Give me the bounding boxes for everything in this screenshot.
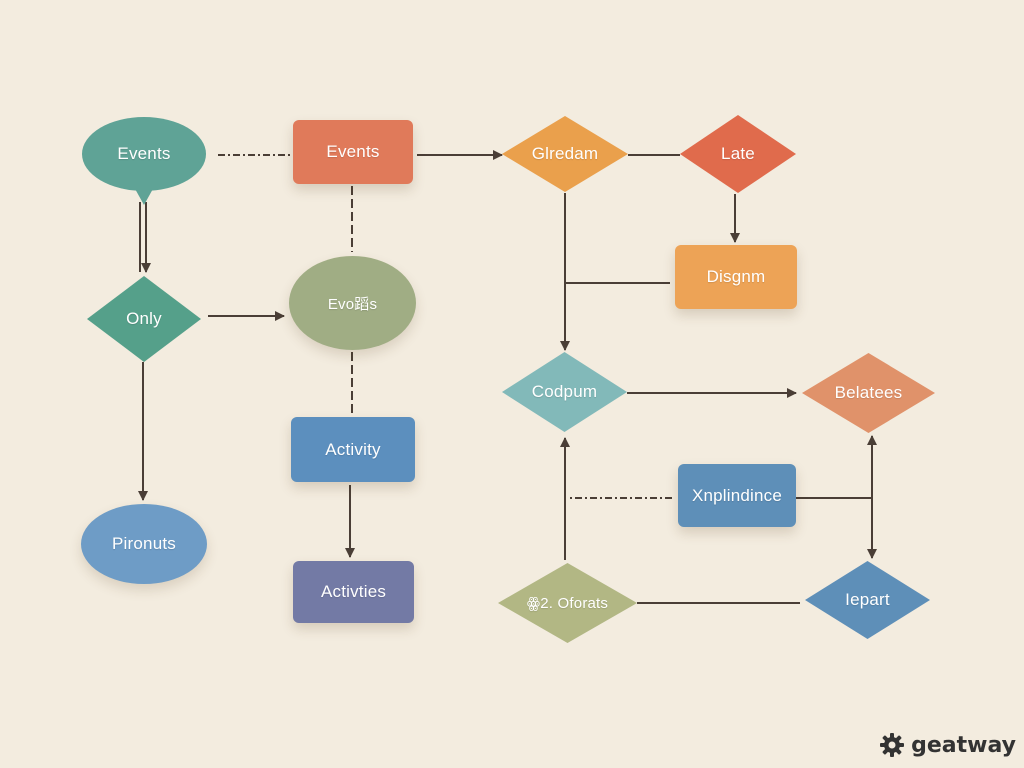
glredam-label: Glredam	[531, 144, 599, 163]
events-box-label: Events	[326, 142, 380, 161]
activties-box-node[interactable]: Activties	[293, 561, 414, 623]
late-decision-node[interactable]: Late	[680, 115, 796, 193]
late-label: Late	[721, 144, 755, 163]
belatees-label: Belatees	[834, 383, 903, 402]
disgnm-label: Disgnm	[706, 267, 766, 286]
activity-box-node[interactable]: Activity	[291, 417, 415, 482]
only-decision-node[interactable]: Only	[87, 276, 201, 362]
brand-watermark: geatway	[879, 732, 1016, 758]
speech-bubble-shape	[82, 117, 206, 205]
evorts-ellipse-node[interactable]: Evо蹈s	[289, 256, 416, 350]
events-box-node[interactable]: Events	[293, 120, 413, 184]
events-bubble-node[interactable]: Events	[82, 117, 206, 205]
activity-label: Activity	[325, 439, 381, 459]
glredam-decision-node[interactable]: Glredam	[502, 116, 628, 192]
pironuts-ellipse-node[interactable]: Pironuts	[81, 504, 207, 584]
gear-icon	[880, 733, 905, 757]
oforats-decision-node[interactable]: ꙮ2. Oforats	[498, 563, 637, 643]
oforats-label: ꙮ2. Oforats	[526, 595, 609, 612]
iepart-label: Iepart	[845, 590, 890, 609]
brand-name: geatway	[911, 732, 1016, 758]
activties-label: Activties	[320, 582, 387, 601]
xnplindince-box-node[interactable]: Xnplindince	[678, 464, 796, 527]
iepart-decision-node[interactable]: Iepart	[805, 561, 930, 639]
xnplindince-label: Xnplindince	[691, 485, 783, 505]
events-bubble-label: Events	[117, 144, 171, 163]
disgnm-box-node[interactable]: Disgnm	[675, 245, 797, 309]
codpum-label: Codрum	[531, 382, 598, 401]
belatees-decision-node[interactable]: Belatees	[802, 353, 935, 433]
only-label: Only	[126, 309, 162, 328]
codpum-decision-node[interactable]: Codрum	[502, 352, 627, 432]
pironuts-label: Pironuts	[112, 534, 176, 553]
evorts-label: Evо蹈s	[327, 295, 378, 313]
